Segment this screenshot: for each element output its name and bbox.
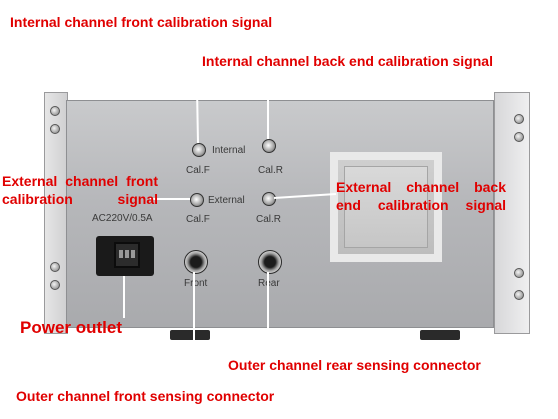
power-socket-inner — [114, 242, 140, 268]
callout-external-back: External channel back end calibration si… — [336, 179, 506, 213]
right-rack-rail — [494, 92, 530, 334]
screw — [514, 290, 524, 300]
panel-window — [330, 152, 442, 262]
screw — [50, 262, 60, 272]
foot — [170, 330, 210, 340]
cal-r-label: Cal.R — [256, 214, 282, 225]
foot — [420, 330, 460, 340]
power-pin — [125, 250, 129, 258]
front-sensing-connector — [184, 250, 208, 274]
cal-f-label: Cal.F — [186, 165, 210, 176]
internal-cal-rear-bnc — [262, 139, 276, 153]
power-socket — [96, 236, 154, 276]
internal-cal-front-bnc — [192, 143, 206, 157]
rear-sensing-connector — [258, 250, 282, 274]
callout-power-outlet: Power outlet — [20, 318, 123, 337]
callout-external-front: External channel front calibration signa… — [2, 173, 158, 207]
callout-internal-back: Internal channel back end calibration si… — [202, 53, 493, 69]
screw — [514, 114, 524, 124]
screw — [514, 132, 524, 142]
rear-label: Rear — [258, 278, 280, 289]
external-label: External — [208, 195, 245, 206]
power-pin — [119, 250, 123, 258]
cal-f-label: Cal.F — [186, 214, 210, 225]
power-pin — [131, 250, 135, 258]
screw — [50, 280, 60, 290]
external-cal-front-bnc — [190, 193, 204, 207]
power-rating-label: AC220V/0.5A — [92, 213, 153, 224]
screw — [50, 124, 60, 134]
panel-window-inner — [344, 166, 428, 248]
front-label: Front — [184, 278, 208, 289]
internal-label: Internal — [212, 145, 246, 156]
external-cal-rear-bnc — [262, 192, 276, 206]
callout-internal-front: Internal channel front calibration signa… — [10, 14, 273, 30]
cal-r-label: Cal.R — [258, 165, 284, 176]
callout-rear-sensing: Outer channel rear sensing connector — [228, 357, 481, 373]
screw — [50, 106, 60, 116]
callout-front-sensing: Outer channel front sensing connector — [16, 388, 275, 404]
screw — [514, 268, 524, 278]
